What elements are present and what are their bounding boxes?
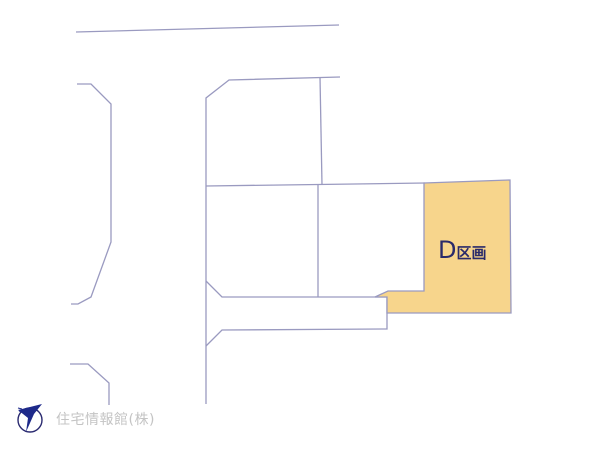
footer-brand: 住宅情報館(株)	[14, 402, 155, 436]
lot-row-divider	[205, 182, 426, 187]
road-boundary-left-lower	[70, 363, 110, 405]
access-strip	[205, 280, 388, 347]
lot-upper	[205, 76, 341, 404]
company-name: 住宅情報館(株)	[56, 412, 155, 428]
road-line-top	[75, 24, 340, 33]
lot-upper-divider	[319, 76, 323, 186]
lot-d-highlight[interactable]	[374, 179, 512, 314]
lot-d-label: D区画	[438, 236, 487, 264]
lot-letter: D	[438, 236, 457, 264]
bird-logo-icon	[17, 404, 43, 433]
road-boundary-left	[71, 83, 112, 305]
lot-suffix: 区画	[456, 244, 487, 262]
